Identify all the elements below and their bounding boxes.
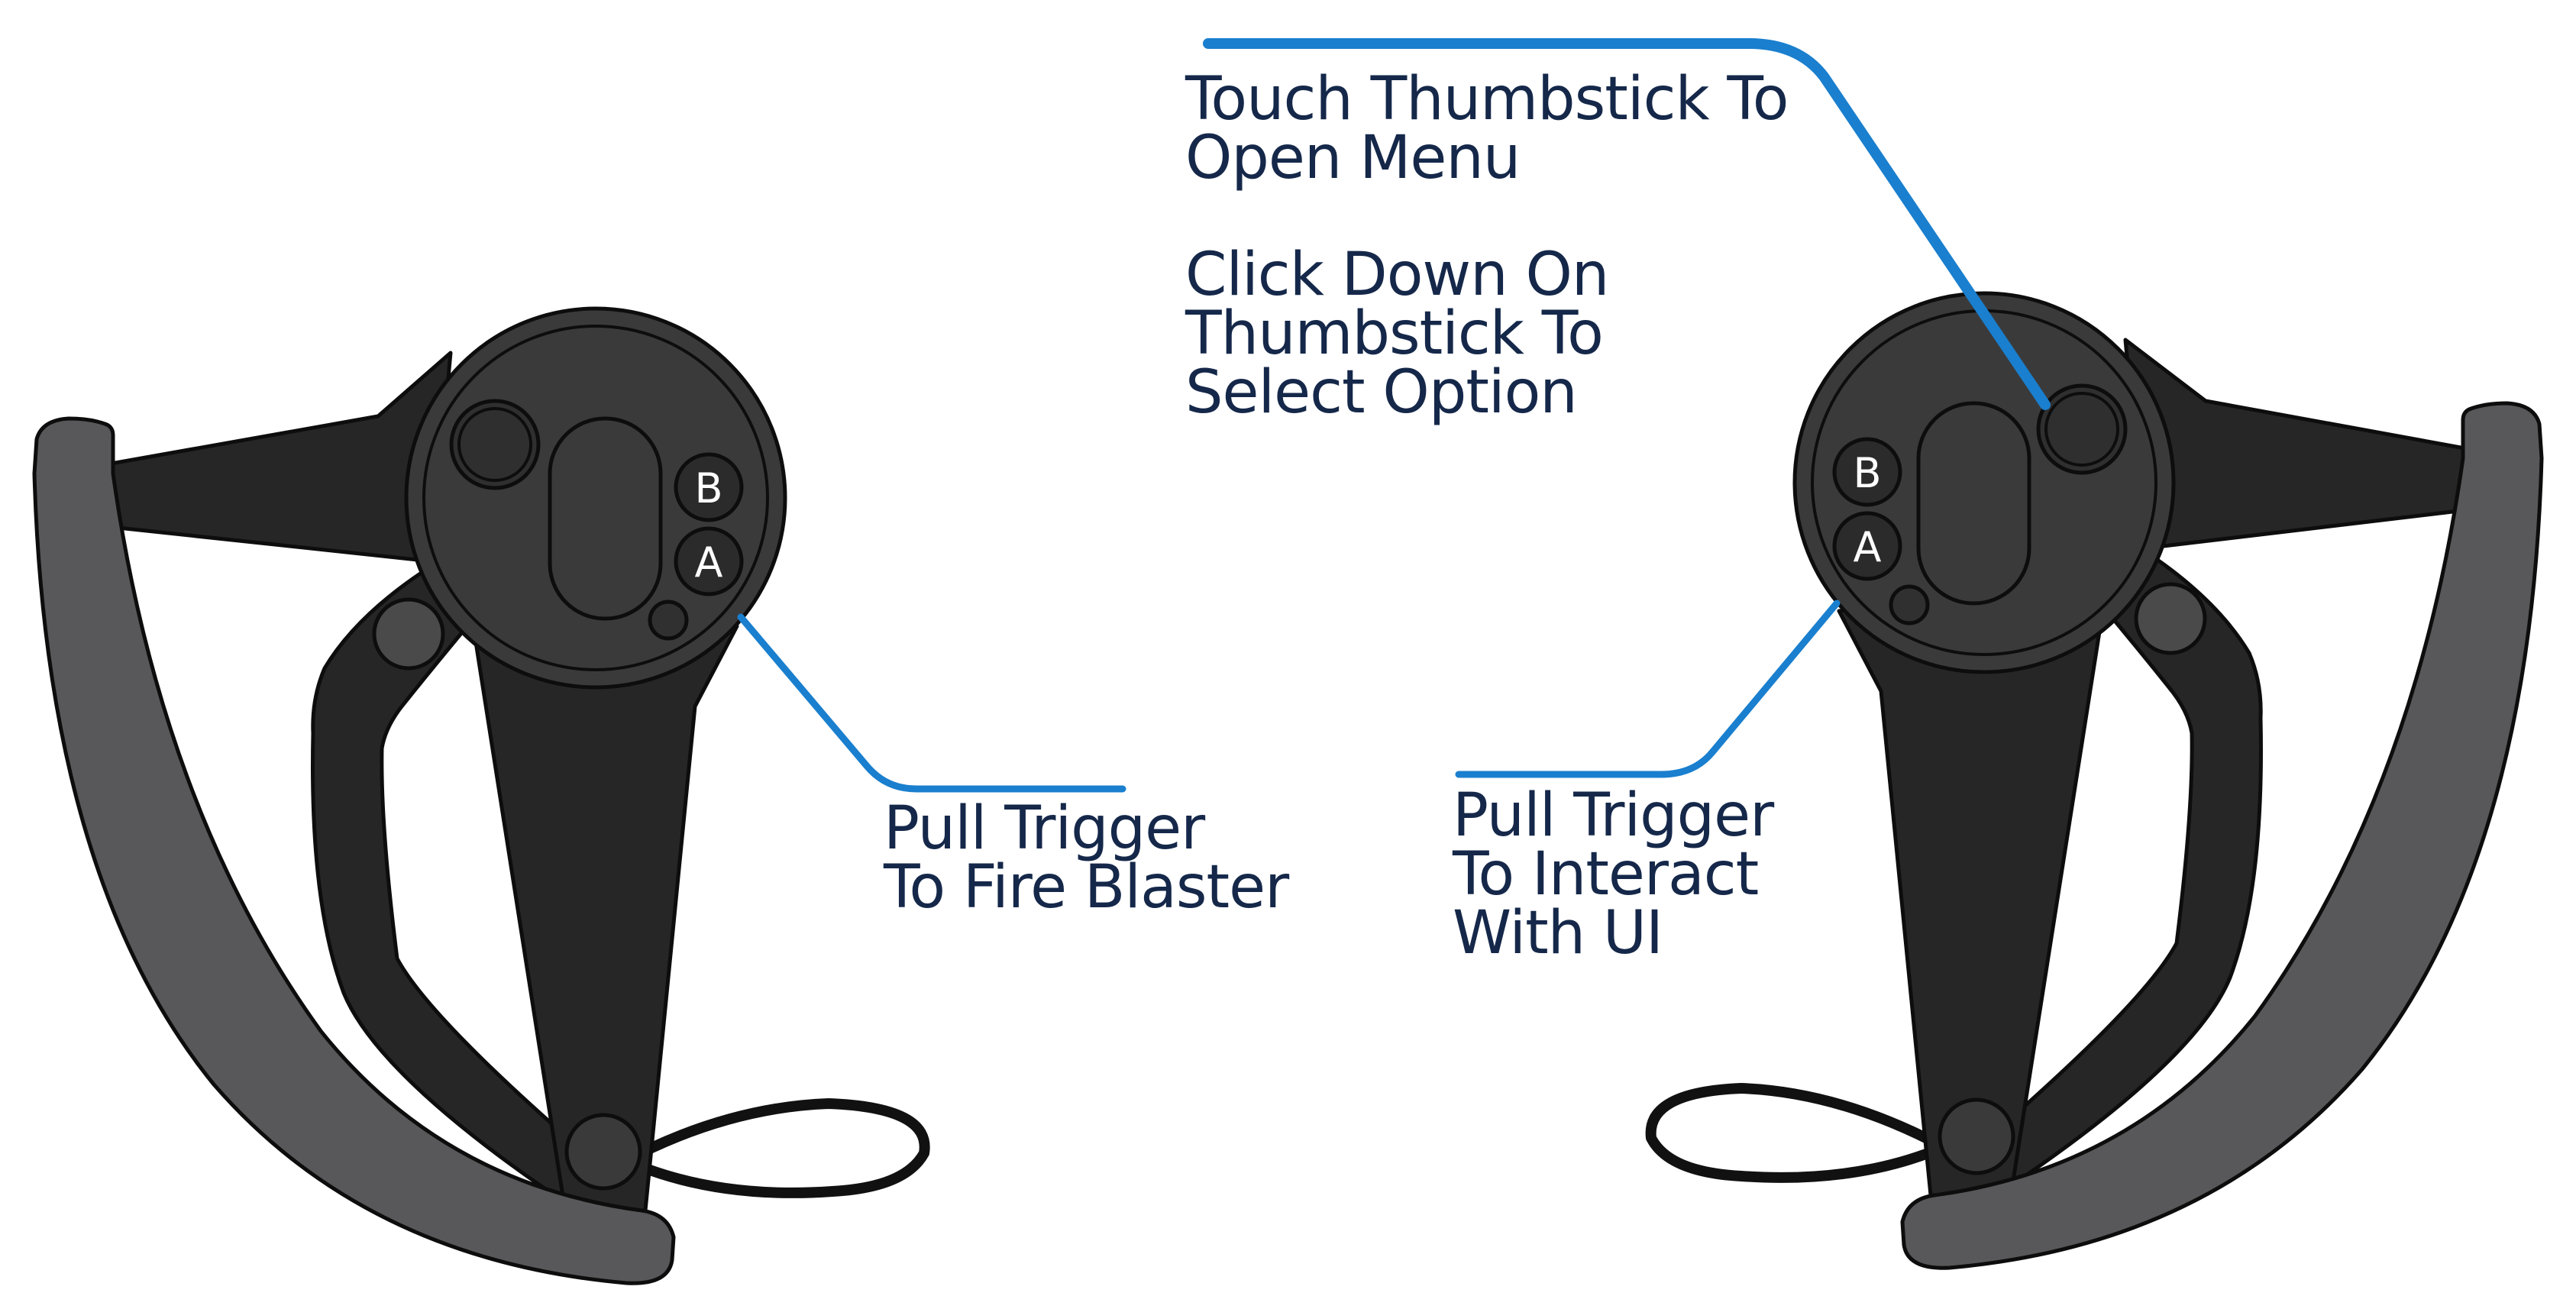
- left-controller: [32, 306, 930, 1285]
- annotation-line: With UI: [1453, 899, 1663, 968]
- callout-line-thumbstick: [1203, 38, 2051, 410]
- left-thumbstick[interactable]: [449, 399, 541, 490]
- annotation-line: Touch Thumbstick To: [1185, 65, 1789, 134]
- left-a-label: A: [695, 538, 723, 587]
- left-upper-arm: [105, 351, 453, 564]
- annotation-line: Pull Trigger: [884, 794, 1205, 863]
- annotation-line: Click Down On: [1185, 241, 1609, 309]
- right-a-button[interactable]: [1832, 511, 1902, 581]
- right-wrist-strap: [1645, 1083, 1949, 1183]
- left-a-button[interactable]: [674, 526, 744, 596]
- right-trigger-guard: [1995, 544, 2263, 1192]
- callout-lines: [737, 38, 2051, 793]
- left-system-button[interactable]: [648, 600, 689, 641]
- annotation-line: Open Menu: [1185, 124, 1521, 192]
- right-trackpad[interactable]: [1916, 401, 2031, 606]
- right-thumbstick-rim: [2044, 392, 2119, 467]
- left-thumbstick-rim: [457, 407, 532, 482]
- right-system-button[interactable]: [1889, 584, 1930, 625]
- right-upper-arm: [2123, 338, 2471, 551]
- callout-line-right-trigger: [1455, 600, 1841, 778]
- annotation-line: Pull Trigger: [1453, 781, 1774, 850]
- annotation-line: Select Option: [1185, 358, 1578, 427]
- left-b-label: B: [694, 464, 722, 512]
- left-grip-button[interactable]: [372, 597, 445, 671]
- left-trackpad[interactable]: [548, 416, 663, 621]
- right-handle-band: [1900, 401, 2544, 1270]
- left-trigger-guard: [311, 559, 579, 1207]
- left-b-button[interactable]: [674, 452, 744, 522]
- annotation-line: Thumbstick To: [1185, 299, 1604, 368]
- annotation-line: To Interact: [1453, 840, 1759, 909]
- annotation-line: To Fire Blaster: [884, 853, 1289, 922]
- right-controller: [1645, 291, 2544, 1270]
- right-b-button[interactable]: [1832, 437, 1902, 507]
- right-a-label: A: [1854, 523, 1882, 571]
- right-thumbstick[interactable]: [2036, 383, 2128, 475]
- right-grip-button[interactable]: [2134, 582, 2207, 655]
- callout-line-left-trigger: [737, 613, 1126, 793]
- left-wrist-strap: [617, 1098, 930, 1198]
- right-bottom-button[interactable]: [1938, 1097, 2015, 1175]
- left-handle-band: [32, 416, 676, 1285]
- left-bottom-button[interactable]: [564, 1113, 642, 1191]
- right-b-label: B: [1853, 449, 1881, 497]
